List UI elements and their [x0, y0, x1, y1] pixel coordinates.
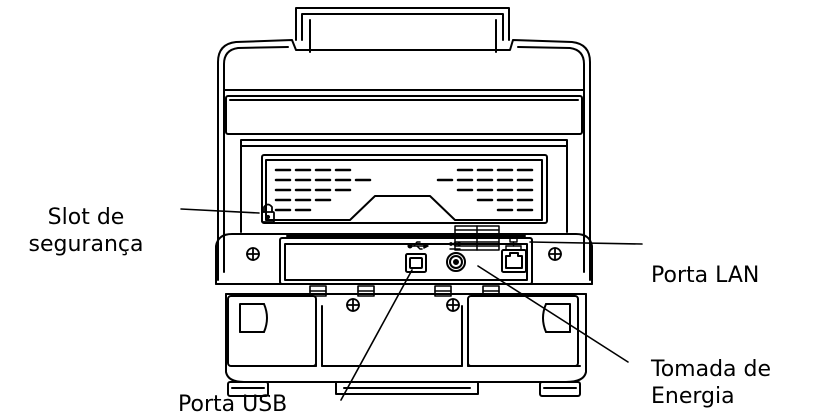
callout-security-slot	[180, 208, 260, 214]
lan-port-label-text: Porta LAN	[651, 263, 760, 288]
callout-lan-port	[529, 241, 643, 245]
network-icon	[505, 237, 522, 250]
usb-port-label-text: Porta USB	[178, 392, 288, 417]
screw-icon	[246, 247, 260, 261]
usb-icon	[407, 241, 429, 250]
vent-plate	[261, 154, 548, 224]
security-slot-label-line1: Slot de	[47, 205, 125, 230]
latches	[309, 285, 500, 297]
screw-icon	[446, 298, 460, 312]
lan-port-label: Porta LAN	[651, 262, 759, 289]
lock-icon	[261, 203, 275, 223]
scanner-body	[217, 39, 591, 281]
callout-power-jack	[477, 265, 629, 363]
usb-port	[405, 253, 427, 273]
callout-lines	[180, 208, 643, 401]
power-jack-label: Tomada de Energia	[651, 356, 771, 410]
screw-icon	[548, 247, 562, 261]
top-tray	[295, 7, 510, 53]
scanner-base	[225, 293, 587, 395]
lan-port	[501, 249, 527, 273]
callout-usb-port	[340, 269, 413, 401]
power-jack	[446, 252, 466, 272]
power-jack-label-line1: Tomada de	[651, 357, 772, 382]
feet	[227, 381, 581, 397]
security-slot-label: Slot de segurança	[6, 204, 166, 258]
screw-icon	[346, 298, 360, 312]
power-jack-label-line2: Energia	[651, 384, 735, 409]
security-slot-label-line2: segurança	[28, 232, 144, 257]
power-jack-icon	[449, 242, 461, 250]
usb-port-label: Porta USB	[178, 391, 287, 418]
